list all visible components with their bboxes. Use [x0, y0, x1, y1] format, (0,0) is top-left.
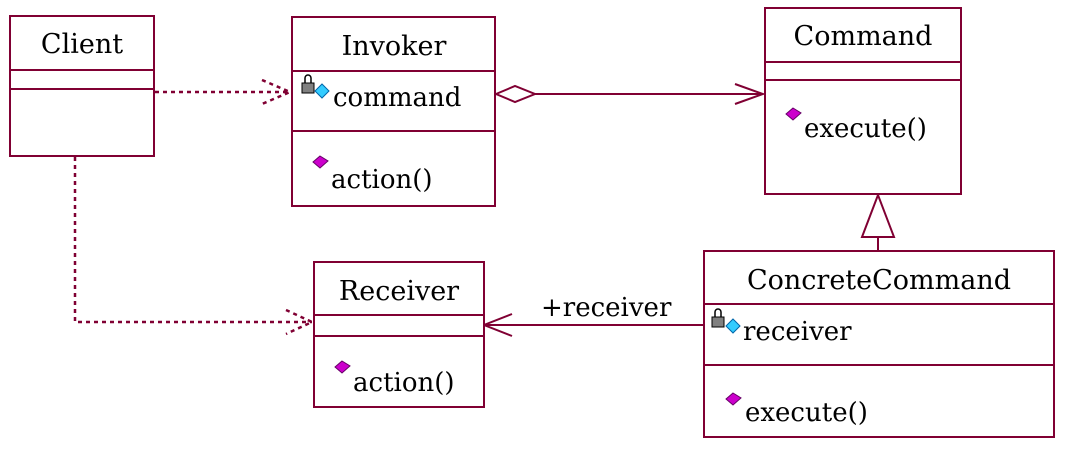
class-name-receiver: Receiver	[339, 276, 459, 307]
private-attribute-icon	[711, 308, 741, 334]
class-name-invoker: Invoker	[342, 31, 447, 62]
dependency-client-invoker	[155, 78, 294, 106]
operation-execute: execute()	[745, 398, 868, 428]
attribute-receiver: receiver	[743, 317, 852, 347]
role-label-receiver: +receiver	[541, 293, 672, 323]
class-invoker[interactable]: Invoker command action()	[291, 16, 496, 207]
association-concretecommand-receiver: +receiver	[481, 293, 703, 337]
class-command[interactable]: Command execute()	[764, 7, 962, 195]
dependency-arrowhead-invoker	[261, 78, 294, 106]
class-receiver[interactable]: Receiver action()	[313, 261, 485, 408]
class-client[interactable]: Client	[9, 15, 155, 157]
operation-icon	[785, 107, 802, 121]
operation-action: action()	[331, 165, 433, 195]
attribute-command: command	[333, 83, 461, 113]
aggregation-diamond	[493, 84, 538, 104]
operation-execute: execute()	[804, 114, 927, 144]
operation-icon	[334, 360, 351, 374]
dependency-client-receiver	[73, 157, 315, 336]
dependency-arrowhead-receiver	[285, 308, 315, 336]
generalization-concretecommand-command	[860, 192, 896, 250]
class-concretecommand[interactable]: ConcreteCommand receiver execute()	[703, 250, 1055, 438]
operation-action: action()	[353, 368, 455, 398]
private-attribute-icon	[301, 74, 330, 99]
operation-icon	[725, 392, 742, 406]
class-name-command: Command	[794, 21, 933, 52]
class-name-client: Client	[41, 29, 123, 60]
generalization-triangle	[860, 192, 896, 238]
operation-icon	[312, 155, 329, 169]
aggregation-invoker-command	[493, 83, 766, 105]
class-name-concretecommand: ConcreteCommand	[747, 265, 1011, 296]
association-arrowhead-command	[734, 83, 766, 105]
